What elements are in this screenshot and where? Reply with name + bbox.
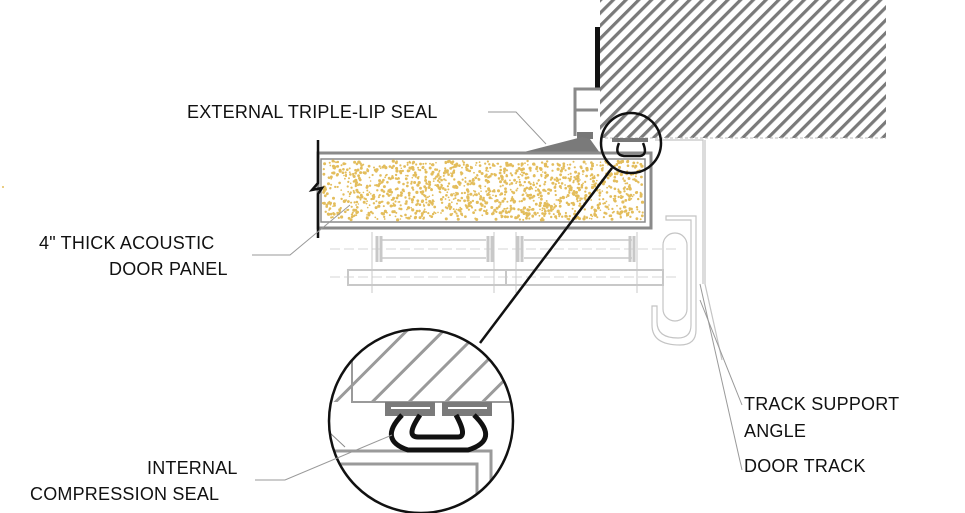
roller-assembly: [330, 232, 680, 293]
detail-enlarged: [330, 330, 512, 500]
leader-lines: [252, 111, 547, 481]
trim-bar: [595, 27, 600, 89]
label-track-support-1: TRACK SUPPORT: [744, 394, 900, 414]
label-panel-1: 4" THICK ACOUSTIC: [39, 233, 215, 253]
label-track-support-2: ANGLE: [744, 421, 807, 441]
triple-lip-seal: [520, 137, 600, 153]
detail-callout-small: [599, 111, 663, 175]
door-track: [651, 139, 743, 471]
label-door-track: DOOR TRACK: [744, 456, 866, 476]
label-internal-2: COMPRESSION SEAL: [30, 484, 220, 504]
compression-seal-small: [612, 138, 648, 158]
detail-callout-large: [327, 327, 515, 513]
break-line: [308, 140, 325, 238]
label-panel-2: DOOR PANEL: [109, 259, 228, 279]
wall-hatch: [600, 0, 886, 138]
label-external-seal: EXTERNAL TRIPLE-LIP SEAL: [187, 102, 438, 122]
seal-bracket: [573, 87, 600, 136]
label-internal-1: INTERNAL: [147, 458, 238, 478]
callout-leader: [479, 167, 613, 344]
